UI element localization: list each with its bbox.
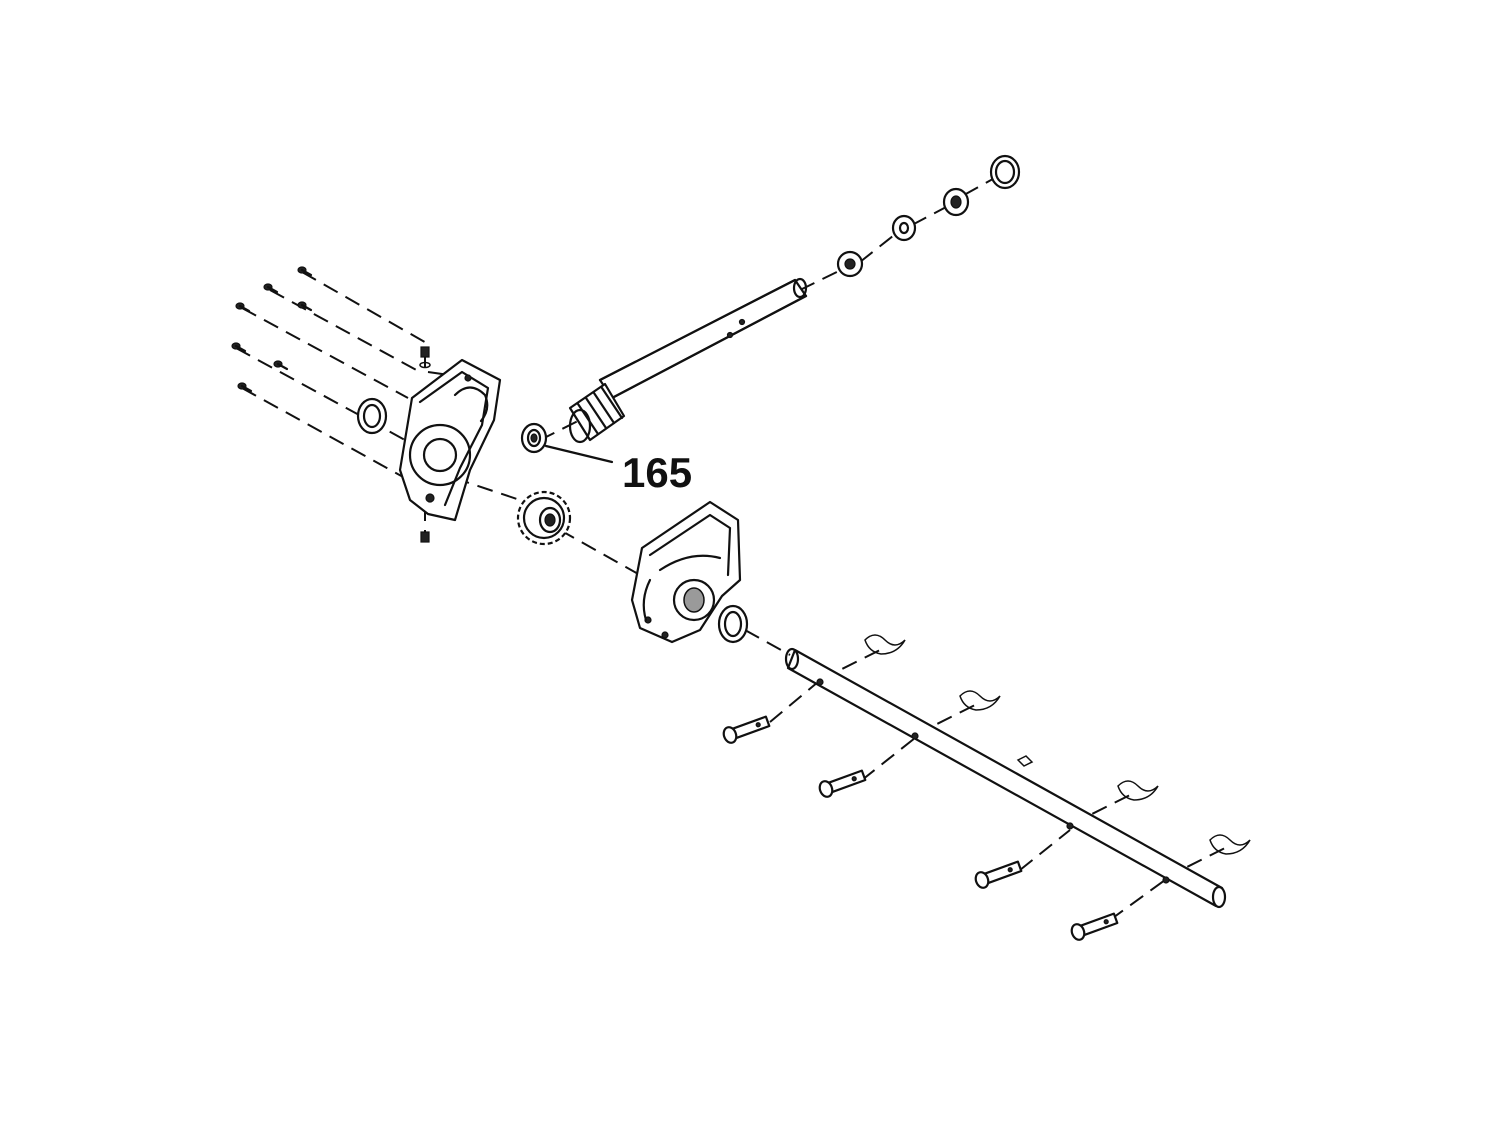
- seal-ring-right: [717, 604, 749, 644]
- axle-shaft: [784, 647, 1227, 909]
- callout-leader-165: [544, 444, 614, 464]
- clevis-pins: [722, 715, 1119, 941]
- shaft-washer: [891, 214, 917, 242]
- housing-screws: [231, 266, 431, 543]
- shaft-bearing-end: [942, 187, 970, 217]
- assembly-centerlines: [235, 174, 1226, 921]
- bearing-165: [520, 422, 548, 454]
- shaft-bearing-upper: [836, 250, 864, 278]
- gear-housing-right: [630, 500, 742, 644]
- snap-ring-end: [989, 154, 1021, 190]
- callout-label-165: 165: [622, 449, 692, 496]
- seal-ring-left: [356, 397, 388, 435]
- spur-gear: [516, 490, 572, 546]
- worm-shaft: [568, 277, 808, 444]
- hairpin-clips: [864, 634, 1251, 855]
- gear-housing-left: [398, 358, 502, 522]
